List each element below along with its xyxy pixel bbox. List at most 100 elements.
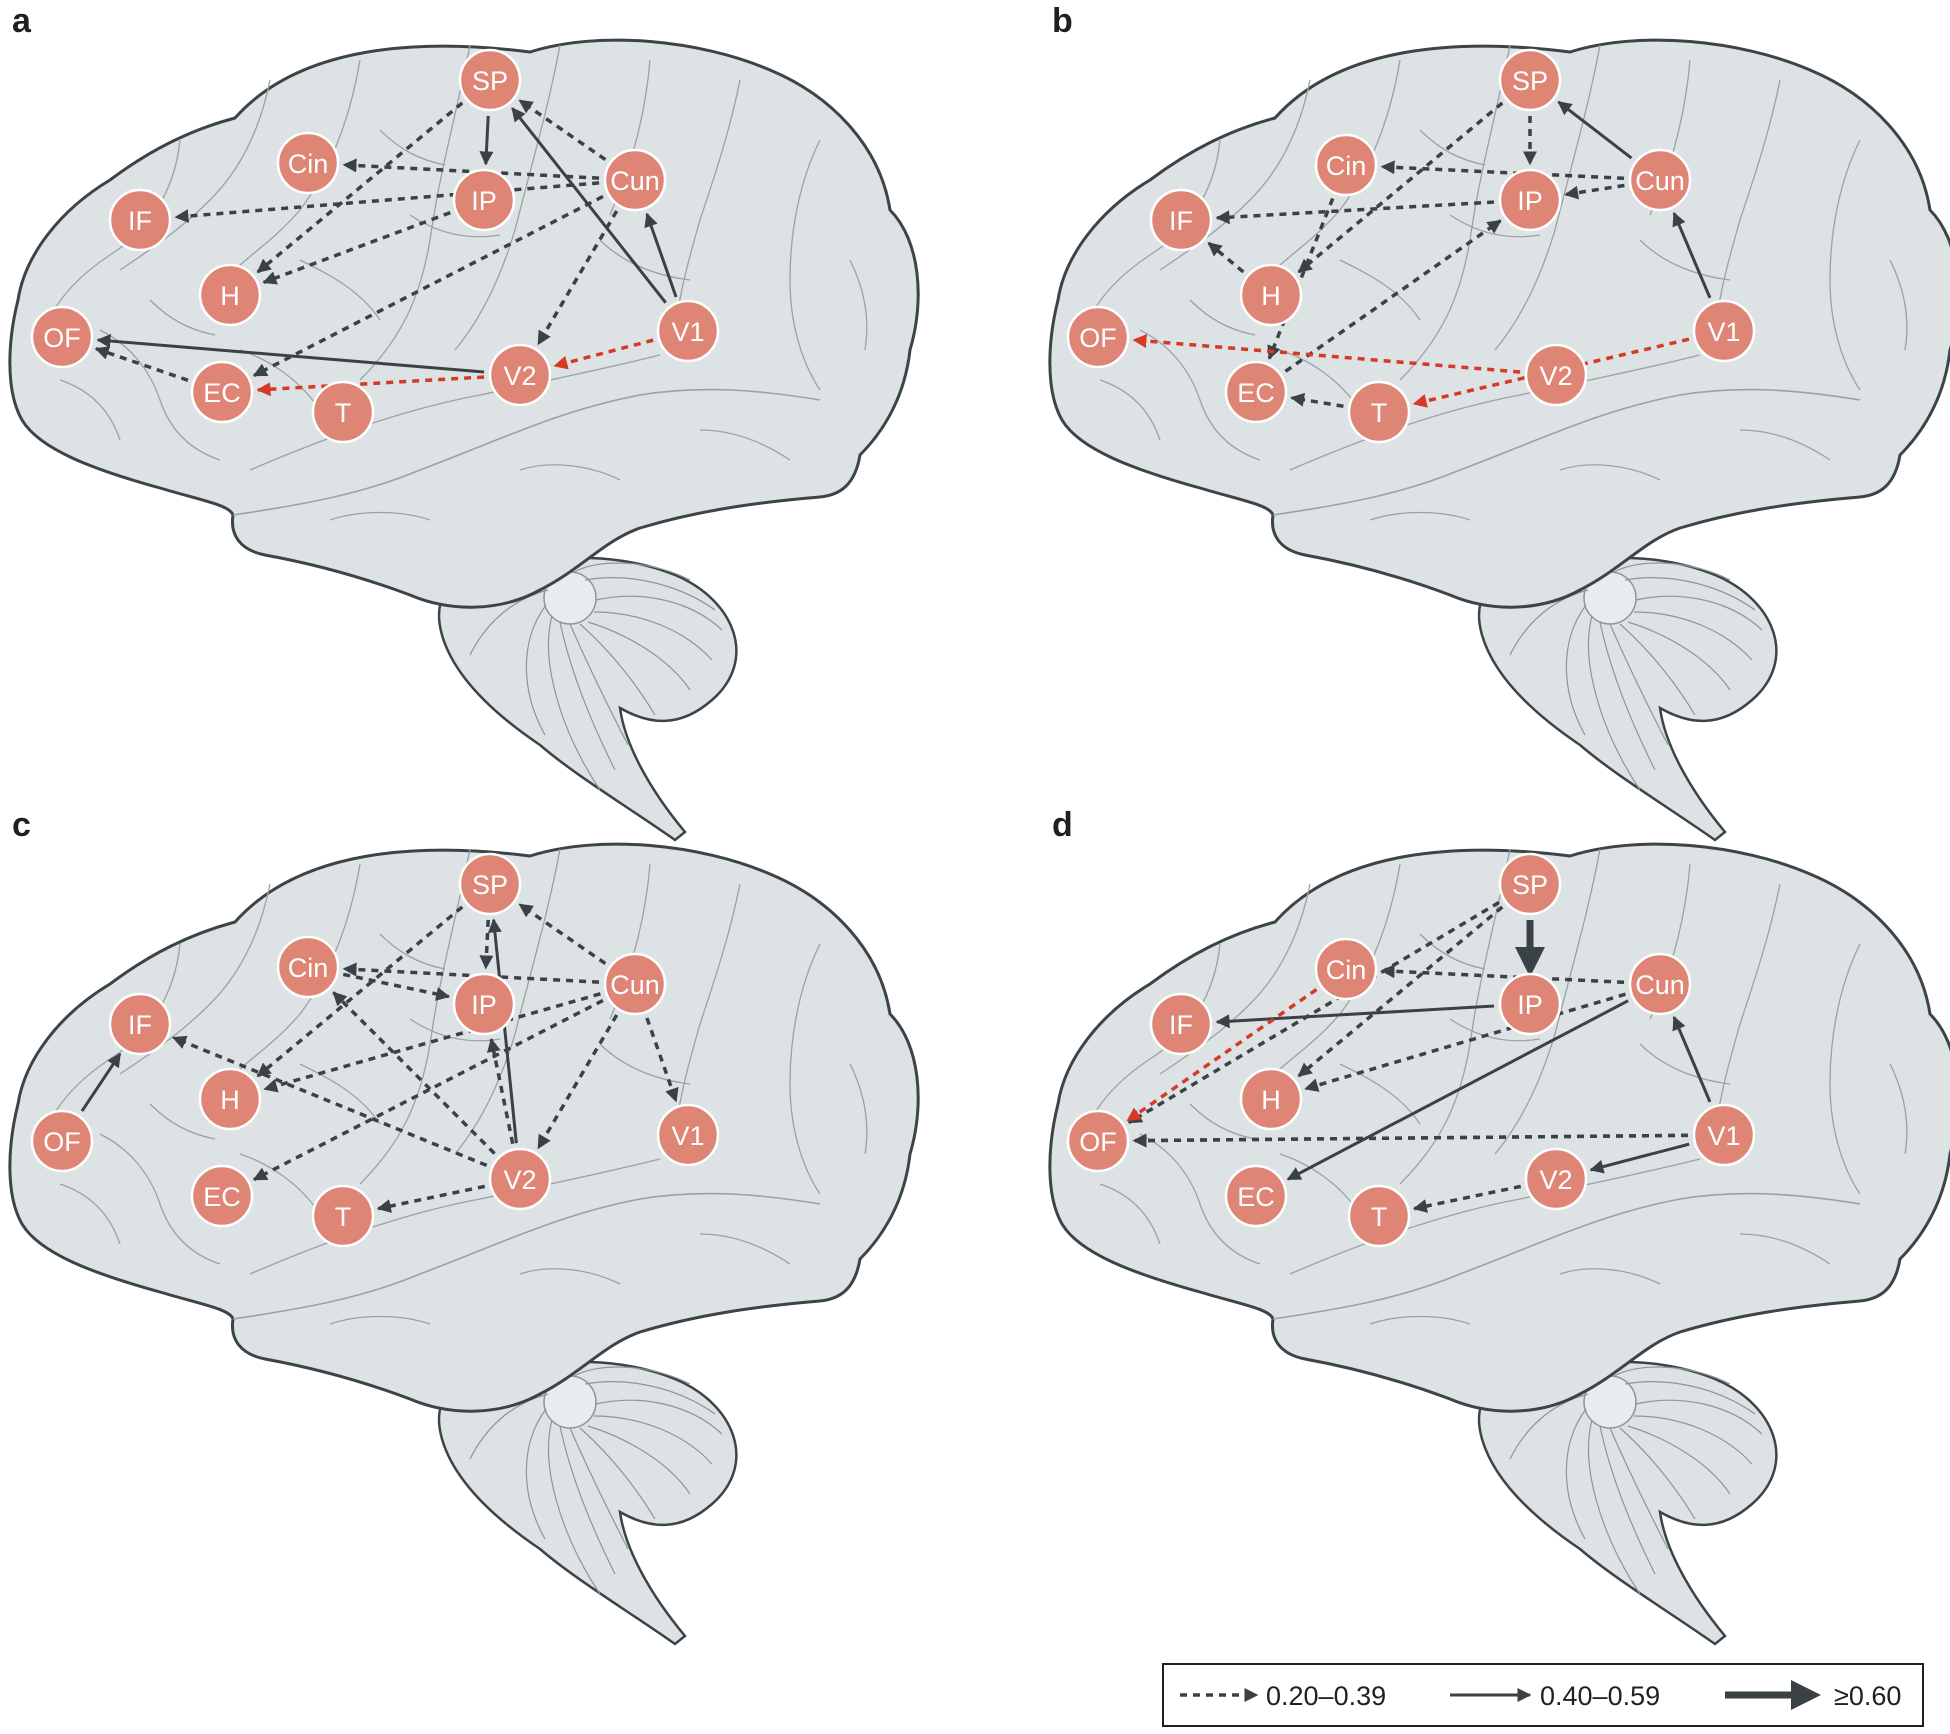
node-circle <box>198 1067 262 1131</box>
arrow-v2-to-if <box>172 1035 488 1168</box>
node-label: Cun <box>610 166 660 196</box>
legend-label-solid: 0.40–0.59 <box>1540 1681 1660 1711</box>
arrow-sp-to-ip <box>479 115 494 166</box>
node-label: H <box>1261 1085 1281 1115</box>
node-circle <box>488 1147 552 1211</box>
arrow-v1-to-cun <box>1672 1015 1712 1103</box>
node-v2: V2 <box>1524 1147 1588 1211</box>
node-circle <box>311 1184 375 1248</box>
node-h: H <box>1239 1067 1303 1131</box>
node-v1: V1 <box>656 1103 720 1167</box>
node-circle <box>1224 1164 1288 1228</box>
node-t: T <box>311 380 375 444</box>
node-of: OF <box>30 305 94 369</box>
node-circle <box>603 148 667 212</box>
node-label: IP <box>1517 186 1543 216</box>
arrow-cun-to-cin <box>342 158 600 180</box>
brain-illustration <box>1048 842 1950 1646</box>
panel-label-a: a <box>12 2 32 40</box>
node-circle <box>1239 263 1303 327</box>
node-cun: Cun <box>603 952 667 1016</box>
node-h: H <box>1239 263 1303 327</box>
node-circle <box>311 380 375 444</box>
arrow-cun-to-ip <box>1564 183 1625 200</box>
node-circle <box>1628 148 1692 212</box>
node-label: EC <box>1237 1182 1275 1212</box>
node-circle <box>30 305 94 369</box>
node-ip: IP <box>452 168 516 232</box>
node-label: SP <box>472 66 508 96</box>
node-label: V1 <box>1707 317 1740 347</box>
node-ec: EC <box>190 1164 254 1228</box>
node-circle <box>1066 1109 1130 1173</box>
node-v2: V2 <box>488 343 552 407</box>
arrow-cun-to-sp <box>518 902 607 966</box>
arrow-cun-to-cin <box>342 962 600 984</box>
node-ec: EC <box>190 360 254 424</box>
node-circle <box>276 131 340 195</box>
node-label: Cun <box>1635 166 1685 196</box>
node-cin: Cin <box>276 131 340 195</box>
arrow-cun-to-ec <box>252 998 604 1182</box>
node-if: IF <box>1149 992 1213 1056</box>
arrow-v1-to-cun <box>644 212 678 298</box>
node-circle <box>1692 1103 1756 1167</box>
node-label: EC <box>203 1182 241 1212</box>
node-label: IP <box>471 990 497 1020</box>
node-circle <box>603 952 667 1016</box>
connections <box>94 98 678 397</box>
node-circle <box>1524 343 1588 407</box>
node-if: IF <box>108 188 172 252</box>
node-circle <box>190 360 254 424</box>
panel-label-c: c <box>12 806 31 844</box>
node-label: IF <box>1169 1010 1193 1040</box>
node-circle <box>198 263 262 327</box>
node-label: Cun <box>1635 970 1685 1000</box>
node-cun: Cun <box>1628 148 1692 212</box>
node-label: OF <box>1079 323 1117 353</box>
node-v1: V1 <box>1692 299 1756 363</box>
arrow-cun-to-h <box>263 992 601 1093</box>
arrow-ip-to-if <box>1215 1004 1495 1029</box>
node-circle <box>1498 168 1562 232</box>
node-label: OF <box>43 323 81 353</box>
node-circle <box>1314 937 1378 1001</box>
node-label: IF <box>1169 206 1193 236</box>
arrow-sp-to-h <box>256 905 464 1078</box>
node-cin: Cin <box>1314 937 1378 1001</box>
node-label: H <box>220 1085 240 1115</box>
node-label: SP <box>1512 66 1548 96</box>
node-label: OF <box>1079 1127 1117 1157</box>
arrow-v1-to-of <box>1132 1133 1689 1148</box>
node-of: OF <box>1066 1109 1130 1173</box>
node-label: V1 <box>671 317 704 347</box>
node-label: V2 <box>1539 1165 1572 1195</box>
node-label: EC <box>1237 378 1275 408</box>
node-circle <box>30 1109 94 1173</box>
arrow-cun-to-sp <box>1557 100 1633 160</box>
node-circle <box>452 972 516 1036</box>
node-v1: V1 <box>1692 1103 1756 1167</box>
legend-label-thick: ≥0.60 <box>1834 1681 1901 1711</box>
arrow-cin-to-ec <box>1267 197 1335 360</box>
node-label: H <box>220 281 240 311</box>
node-circle <box>1347 380 1411 444</box>
arrow-cun-to-sp <box>518 98 607 162</box>
node-cun: Cun <box>1628 952 1692 1016</box>
node-circle <box>458 48 522 112</box>
node-ip: IP <box>1498 972 1562 1036</box>
node-cun: Cun <box>603 148 667 212</box>
arrow-v1-to-t <box>1412 337 1690 408</box>
arrow-cun-to-ec <box>1286 999 1629 1181</box>
node-sp: SP <box>1498 852 1562 916</box>
node-label: IP <box>471 186 497 216</box>
node-of: OF <box>1066 305 1130 369</box>
node-label: V2 <box>503 361 536 391</box>
arrow-v1-to-cun <box>1672 211 1712 299</box>
node-label: Cin <box>1326 955 1367 985</box>
